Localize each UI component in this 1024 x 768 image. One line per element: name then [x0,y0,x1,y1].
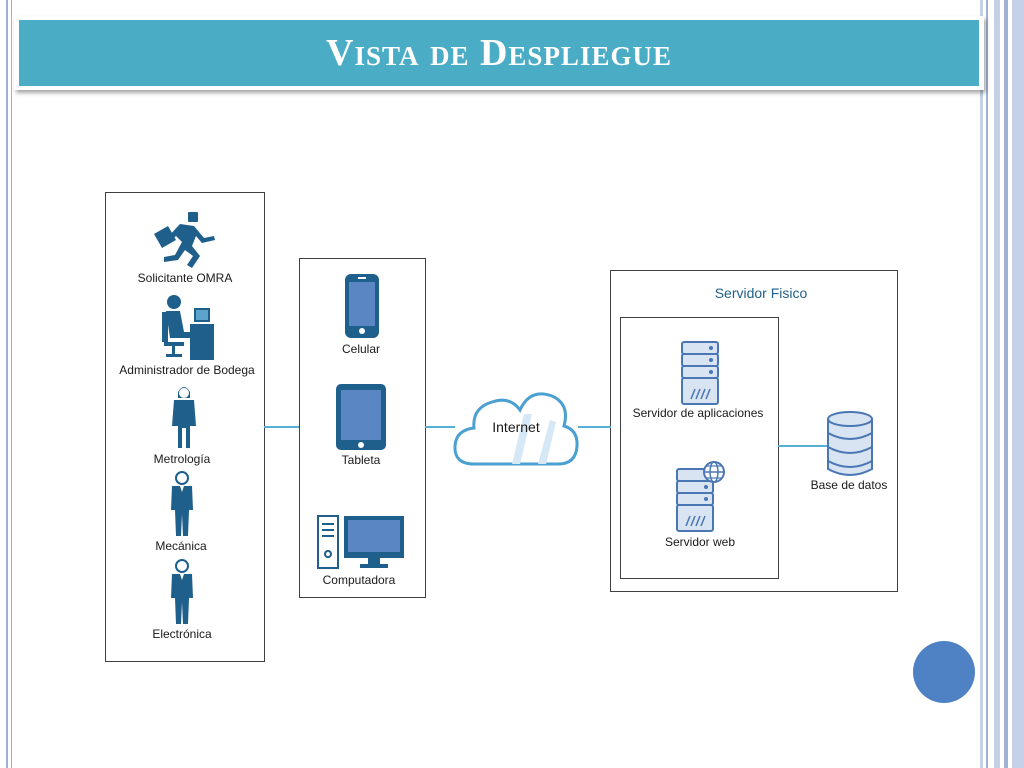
user-label-solicitante: Solicitante OMRA [137,271,233,285]
tablet-icon [336,384,386,450]
database-icon [827,411,873,476]
database-label: Base de datos [810,478,888,492]
cloud-icon [453,392,579,466]
left-border-line [11,0,12,768]
left-border-line [6,0,8,768]
internet-label: Internet [492,419,540,435]
web-server-icon [676,461,725,532]
slide-title: Vista de Despliegue [326,32,672,74]
server-icon [681,341,719,405]
smartphone-icon [345,274,379,338]
device-label-tableta: Tableta [341,453,381,467]
person-at-desk-icon [162,295,214,360]
decorative-circle [913,641,975,703]
user-label-metrologia: Metrología [153,452,211,466]
server-label-web: Servidor web [664,535,736,549]
woman-icon [172,387,196,448]
user-label-administrador: Administrador de Bodega [119,363,255,377]
running-person-icon [154,212,215,268]
physical-server-title: Servidor Fisico [714,285,808,301]
title-bar: Vista de Despliegue [14,16,984,90]
man-icon [171,559,193,624]
server-label-aplicaciones: Servidor de aplicaciones [632,406,764,420]
device-label-computadora: Computadora [322,573,396,587]
man-icon [171,471,193,536]
device-label-celular: Celular [341,342,381,356]
user-label-mecanica: Mecánica [155,539,207,553]
right-border-bands [980,0,1024,768]
user-label-electronica: Electrónica [152,627,212,641]
desktop-computer-icon [317,515,404,569]
